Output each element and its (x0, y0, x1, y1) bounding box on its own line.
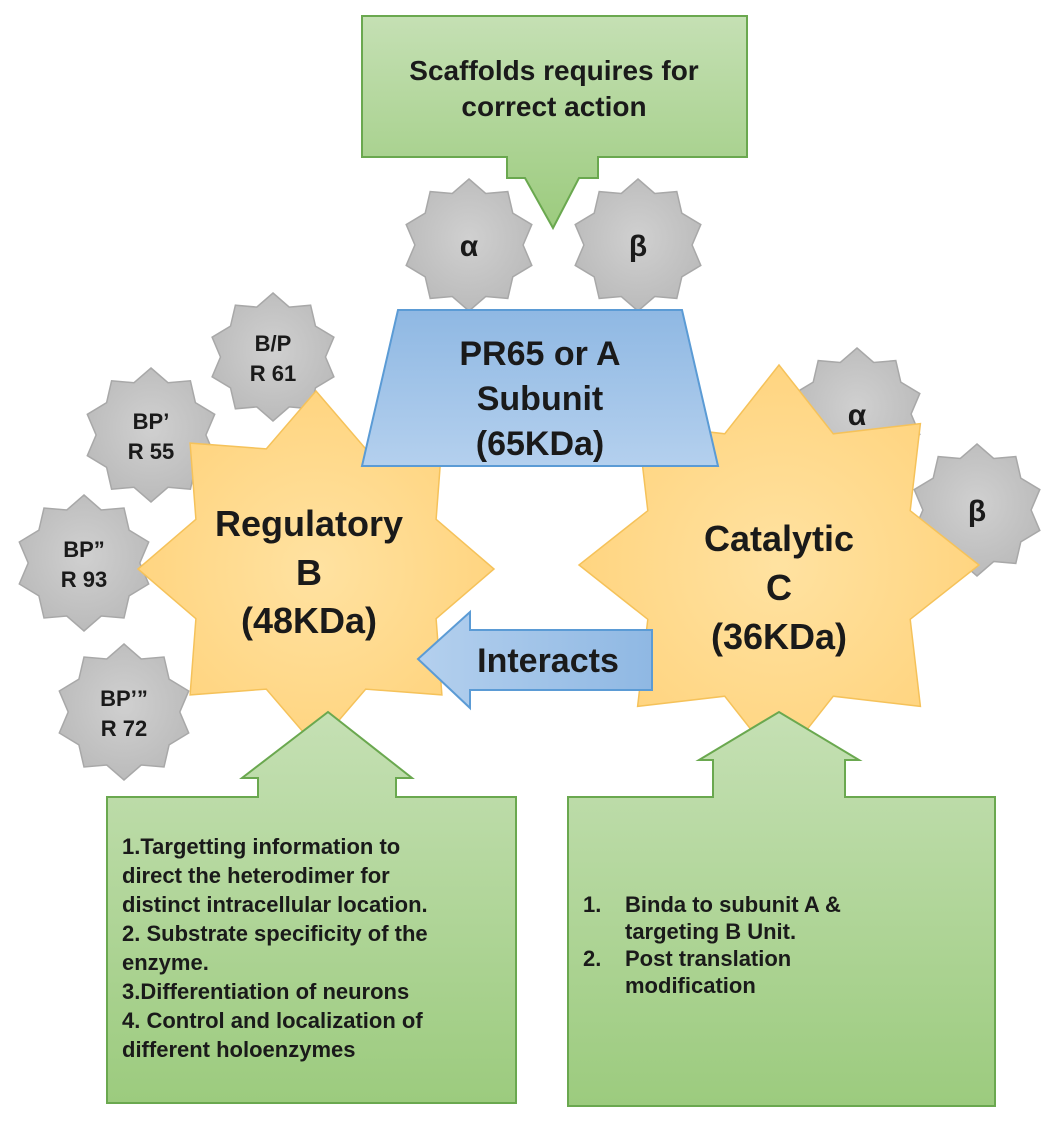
catalytic-line1: Catalytic (704, 518, 854, 559)
b-isoform-star (86, 367, 216, 503)
catalytic-function-text: targeting B Unit. (625, 919, 797, 944)
regulatory-function-line: 4. Control and localization of (122, 1008, 423, 1033)
catalytic-functions-list: 1. Binda to subunit A &targeting B Unit.… (583, 891, 983, 999)
catalytic-function-text: Post translation (625, 946, 792, 971)
regulatory-function-line: different holoenzymes (122, 1037, 356, 1062)
scaffold-callout: Scaffolds requires for correct action (361, 15, 748, 231)
b-isoform-code: R 93 (61, 567, 107, 592)
b-isoform-star (211, 292, 335, 422)
scaffold-text-line2: correct action (461, 91, 646, 122)
b-isoform-name: BP’ (133, 409, 170, 434)
interacts-arrow: Interacts (416, 609, 653, 711)
regulatory-function-line: 2. Substrate specificity of the (122, 921, 428, 946)
regulatory-function-line: distinct intracellular location. (122, 892, 428, 917)
b-isoform-star (18, 494, 150, 632)
regulatory-function-line: 3.Differentiation of neurons (122, 979, 410, 1004)
regulatory-line2: B (296, 552, 322, 593)
catalytic-functions-callout (567, 710, 996, 1107)
b-isoform-name: BP” (63, 537, 105, 562)
regulatory-line1: Regulatory (215, 503, 403, 544)
catalytic-function-text: modification (625, 973, 756, 998)
catalytic-function-text: Binda to subunit A & (625, 892, 841, 917)
catalytic-function-item: 1. Binda to subunit A &targeting B Unit. (583, 891, 983, 945)
b-isoform-code: R 61 (250, 361, 296, 386)
regulatory-function-line: enzyme. (122, 950, 209, 975)
interacts-label: Interacts (477, 642, 619, 680)
regulatory-line3: (48KDa) (241, 600, 377, 641)
b-isoform-star (58, 643, 190, 781)
regulatory-function-line: 1.Targetting information to (122, 834, 401, 859)
b-isoform-code: R 72 (101, 716, 147, 741)
a-subunit-line2: Subunit (477, 380, 604, 418)
b-isoform-name: B/P (255, 331, 292, 356)
a-subunit-line3: (65KDa) (476, 425, 604, 463)
catalytic-line2: C (766, 567, 792, 608)
catalytic-function-num: 2. (583, 946, 602, 971)
scaffold-text-line1: Scaffolds requires for (409, 55, 699, 86)
catalytic-function-num: 1. (583, 892, 602, 917)
c-alpha-label: α (848, 399, 867, 432)
catalytic-line3: (36KDa) (711, 616, 847, 657)
a-subunit-block: PR65 or A Subunit (65KDa) (360, 309, 720, 467)
regulatory-function-line: direct the heterodimer for (122, 863, 390, 888)
c-beta-label: β (968, 495, 986, 528)
b-isoform-name: BP’” (100, 686, 148, 711)
regulatory-functions-callout (106, 710, 517, 1104)
regulatory-functions-list: 1.Targetting information to direct the h… (122, 832, 512, 1064)
a-subunit-line1: PR65 or A (459, 335, 620, 373)
b-isoform-code: R 55 (128, 439, 174, 464)
a-alpha-label: α (460, 230, 479, 263)
a-beta-label: β (629, 230, 647, 263)
